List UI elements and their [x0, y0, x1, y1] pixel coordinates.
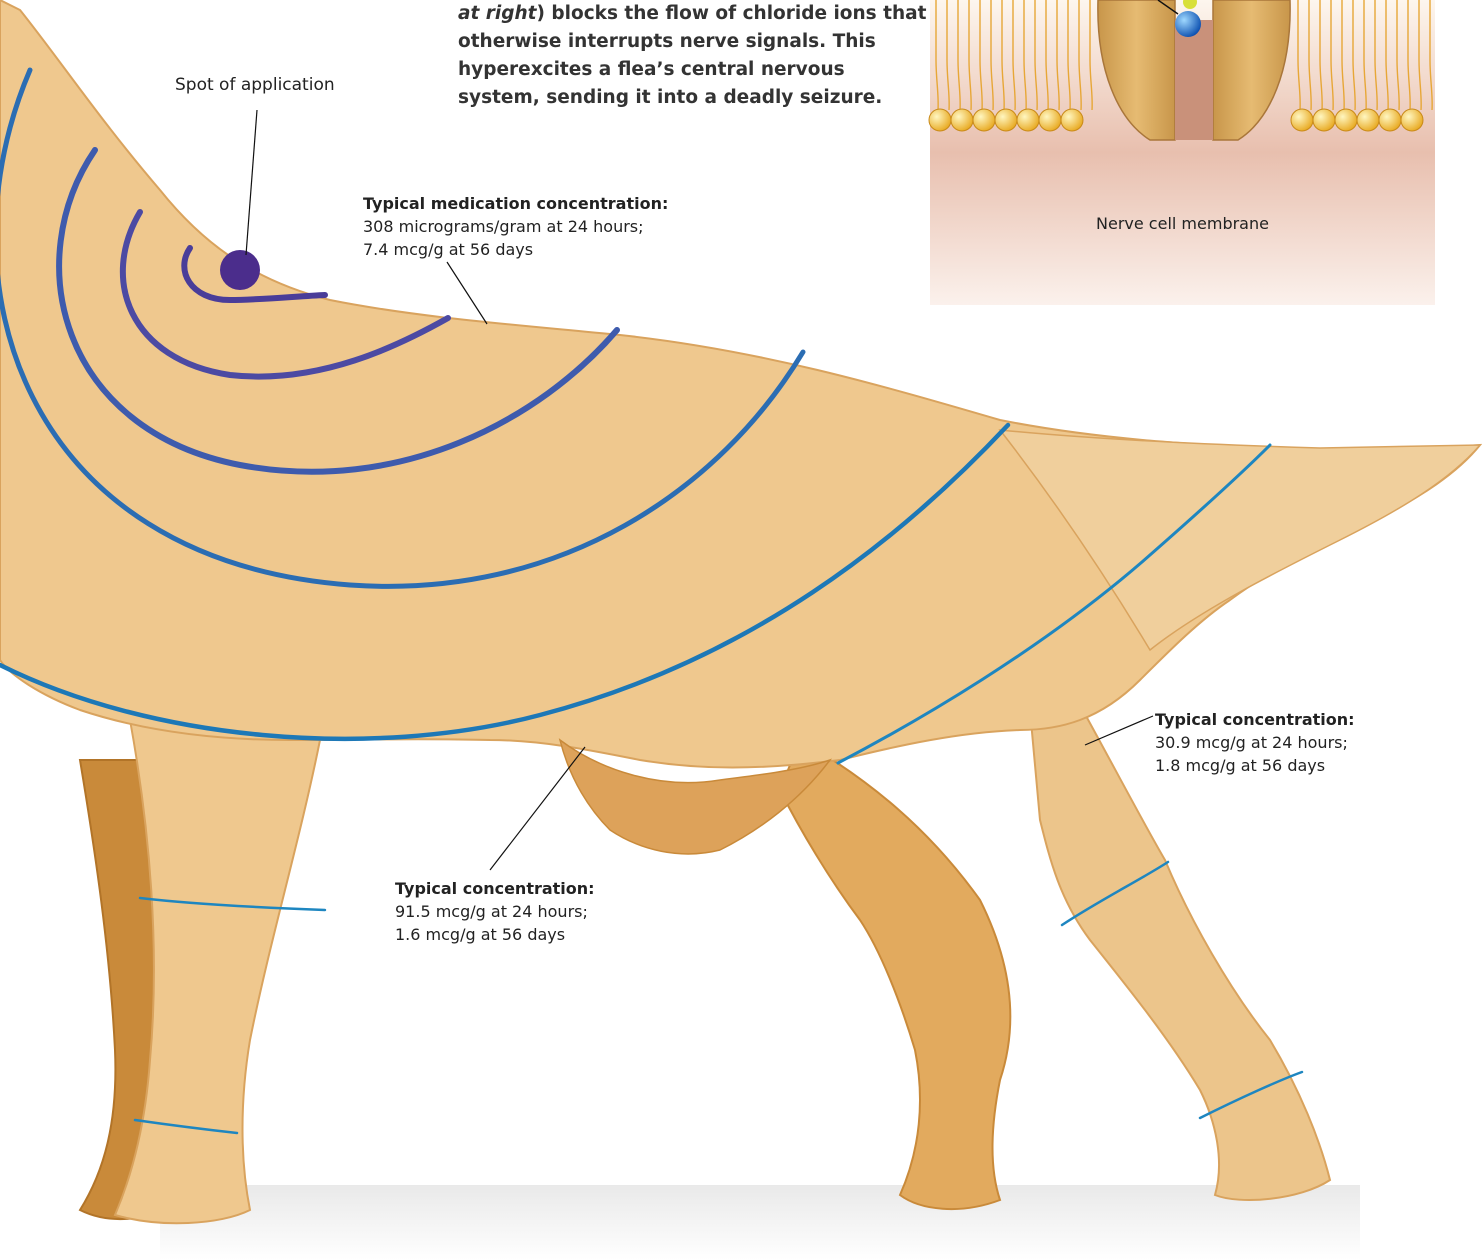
lipid-head: [1291, 109, 1313, 131]
callout-title: Typical medication concentration:: [363, 192, 668, 215]
spot-of-application-label: Spot of application: [175, 74, 335, 97]
intro-paragraph: at right) blocks the flow of chloride io…: [458, 0, 928, 112]
application-spot: [220, 250, 260, 290]
lipid-head: [995, 109, 1017, 131]
chloride-ion: [1175, 11, 1201, 37]
floor-shadow: [160, 1185, 1360, 1260]
lipid-head: [1017, 109, 1039, 131]
callout-line: 308 micrograms/gram at 24 hours;: [363, 215, 668, 238]
lipid-head: [1379, 109, 1401, 131]
callout-line: 1.6 mcg/g at 56 days: [395, 923, 595, 946]
belly-concentration-callout: Typical concentration: 91.5 mcg/g at 24 …: [395, 877, 595, 946]
nerve-cell-membrane-label: Nerve cell membrane: [930, 214, 1435, 233]
membrane-inset: [929, 0, 1435, 305]
callout-line: 91.5 mcg/g at 24 hours;: [395, 900, 595, 923]
lipid-head: [1357, 109, 1379, 131]
lipid-head: [951, 109, 973, 131]
hind-leg-back: [780, 740, 1010, 1209]
callout-line: 7.4 mcg/g at 56 days: [363, 238, 668, 261]
lipid-head: [1335, 109, 1357, 131]
lipid-head: [1313, 109, 1335, 131]
medication-concentration-callout: Typical medication concentration: 308 mi…: [363, 192, 668, 261]
intro-italic: at right: [458, 3, 537, 24]
lipid-head: [1401, 109, 1423, 131]
callout-line: 30.9 mcg/g at 24 hours;: [1155, 731, 1355, 754]
callout-title: Typical concentration:: [395, 877, 595, 900]
callout-title: Typical concentration:: [1155, 708, 1355, 731]
hind-concentration-callout: Typical concentration: 30.9 mcg/g at 24 …: [1155, 708, 1355, 777]
callout-line: 1.8 mcg/g at 56 days: [1155, 754, 1355, 777]
lipid-head: [929, 109, 951, 131]
lipid-head: [973, 109, 995, 131]
lipid-head: [1039, 109, 1061, 131]
lipid-head: [1061, 109, 1083, 131]
